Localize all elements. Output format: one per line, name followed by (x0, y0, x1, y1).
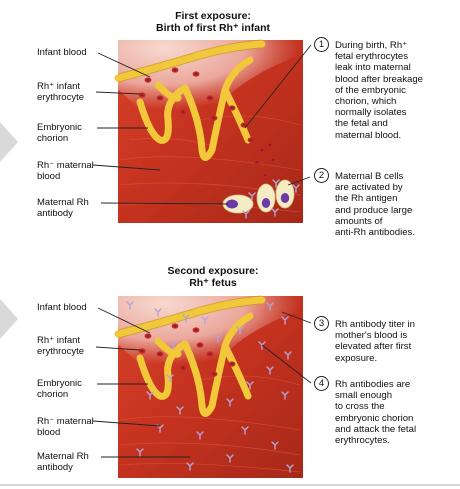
panel1-title-line1: First exposure: (175, 10, 251, 22)
step-4-line: Rh antibodies are (335, 379, 411, 390)
step-4-line: erythrocytes. (335, 435, 390, 447)
label-infant-blood-2: Infant blood (37, 302, 87, 313)
label-antibody-1a: Maternal Rh (37, 197, 89, 208)
label-maternal-blood-1a: Rh⁻ maternal (37, 160, 94, 171)
side-arrow-top (0, 122, 18, 162)
panel2-illustration (114, 295, 303, 478)
label-maternal-blood-1b: blood (37, 171, 61, 182)
step-2-line: anti-Rh antibodies. (335, 227, 415, 239)
step-2-line: are activated by (335, 182, 403, 194)
step-4-line: embryonic chorion (335, 412, 414, 424)
label-rh-erythrocyte-1b: erythrocyte (37, 92, 84, 103)
label-antibody-2a: Maternal Rh (37, 451, 89, 462)
panel1-illustration (114, 39, 303, 223)
step-3-line: exposure. (335, 352, 378, 364)
step-1-line: maternal blood. (335, 129, 402, 141)
step-3-line: mother's blood is (335, 330, 408, 342)
step-1-badge: 1 (314, 37, 329, 52)
step-1-line: During birth, Rh⁺ (335, 40, 408, 51)
panel2-title-line2: Rh⁺ fetus (189, 277, 237, 289)
step-1-line: the fetal and (335, 118, 388, 130)
label-antibody-2b: antibody (37, 462, 73, 473)
step-2-line: the Rh antigen (335, 193, 398, 205)
label-rh-erythrocyte-2b: erythrocyte (37, 346, 84, 357)
step-1-line: leak into maternal (335, 62, 411, 74)
step-2-line: amounts of (335, 215, 383, 227)
step-3-text: Rh antibody titer in mother's blood is e… (335, 319, 415, 364)
label-chorion-1b: chorion (37, 133, 69, 144)
step-4-text: Rh antibodies are small enough to cross … (335, 379, 416, 446)
step-4-line: small enough (335, 390, 393, 402)
step-1-line: chorion, which (335, 96, 397, 108)
label-infant-blood-1: Infant blood (37, 47, 87, 58)
panel2-leader-lines (92, 307, 312, 458)
panel1-title-line2: Birth of first Rh⁺ infant (155, 22, 271, 34)
step-1-line: fetal erythrocytes (335, 51, 409, 63)
label-maternal-blood-2a: Rh⁻ maternal (37, 416, 94, 427)
label-chorion-2a: Embryonic (37, 378, 82, 389)
step-2-text: Maternal B cells are activated by the Rh… (335, 171, 415, 238)
step-1-line: normally isolates (335, 107, 407, 119)
step-3-badge: 3 (314, 316, 329, 331)
label-chorion-1a: Embryonic (37, 122, 82, 133)
label-rh-erythrocyte-1a: Rh⁺ infant (37, 81, 81, 92)
step-2-badge: 2 (314, 168, 329, 183)
side-arrow-bottom (0, 299, 18, 339)
step-3-line: elevated after first (335, 341, 412, 353)
panel2-title-line1: Second exposure: (167, 265, 259, 277)
label-maternal-blood-2b: blood (37, 427, 61, 438)
panel1-title: First exposure: Birth of first Rh⁺ infan… (148, 10, 278, 34)
panel2-title: Second exposure: Rh⁺ fetus (148, 265, 278, 289)
label-antibody-1b: antibody (37, 208, 73, 219)
step-4-badge: 4 (314, 376, 329, 391)
step-1-line: of the embryonic (335, 84, 406, 96)
step-3-line: Rh antibody titer in (335, 319, 415, 330)
step-2-line: Maternal B cells (335, 171, 404, 182)
step-4-line: to cross the (335, 401, 385, 413)
step-1-line: blood after breakage (335, 73, 424, 85)
label-chorion-2b: chorion (37, 389, 69, 400)
step-4-line: and attack the fetal (335, 423, 417, 435)
label-rh-erythrocyte-2a: Rh⁺ infant (37, 335, 81, 346)
panel1-leader-lines (92, 44, 312, 205)
step-1-text: During birth, Rh⁺ fetal erythrocytes lea… (335, 40, 423, 141)
step-2-line: and produce large (335, 204, 413, 216)
bottom-divider (0, 484, 460, 486)
